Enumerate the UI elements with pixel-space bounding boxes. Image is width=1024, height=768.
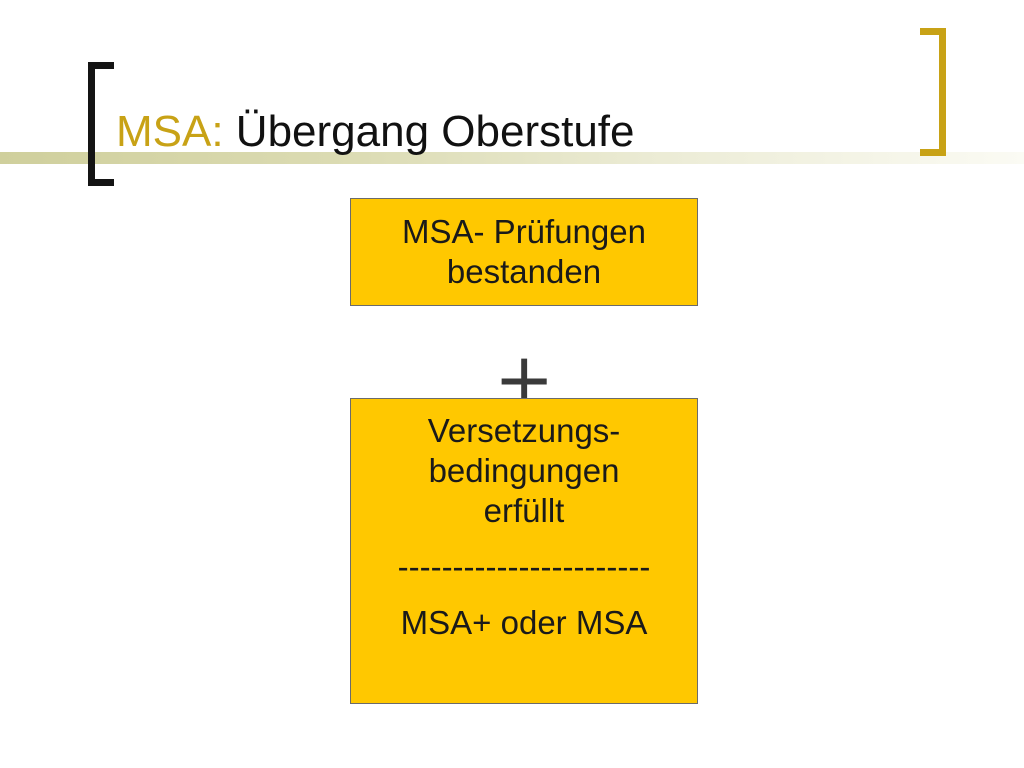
box-bottom-result: MSA+ oder MSA [400, 604, 648, 641]
box-bottom-line-3: erfüllt [483, 492, 565, 529]
msa-exams-passed-box: MSA- Prüfungen bestanden [350, 198, 698, 306]
left-bracket-decoration [88, 62, 114, 186]
box-bottom-separator: ----------------------- [397, 548, 651, 585]
page-title: MSA: Übergang Oberstufe [116, 104, 635, 160]
box-top-line-1: MSA- Prüfungen [402, 213, 646, 250]
title-prefix: MSA: [116, 107, 224, 156]
title-main: Übergang Oberstufe [223, 107, 635, 156]
box-bottom-line-2: bedingungen [428, 452, 620, 489]
right-bracket-decoration [920, 28, 946, 156]
box-bottom-line-1: Versetzungs- [427, 412, 621, 449]
promotion-conditions-box: Versetzungs- bedingungen erfüllt -------… [350, 398, 698, 704]
title-decoration-band [0, 152, 1024, 164]
box-top-line-2: bestanden [446, 253, 602, 290]
